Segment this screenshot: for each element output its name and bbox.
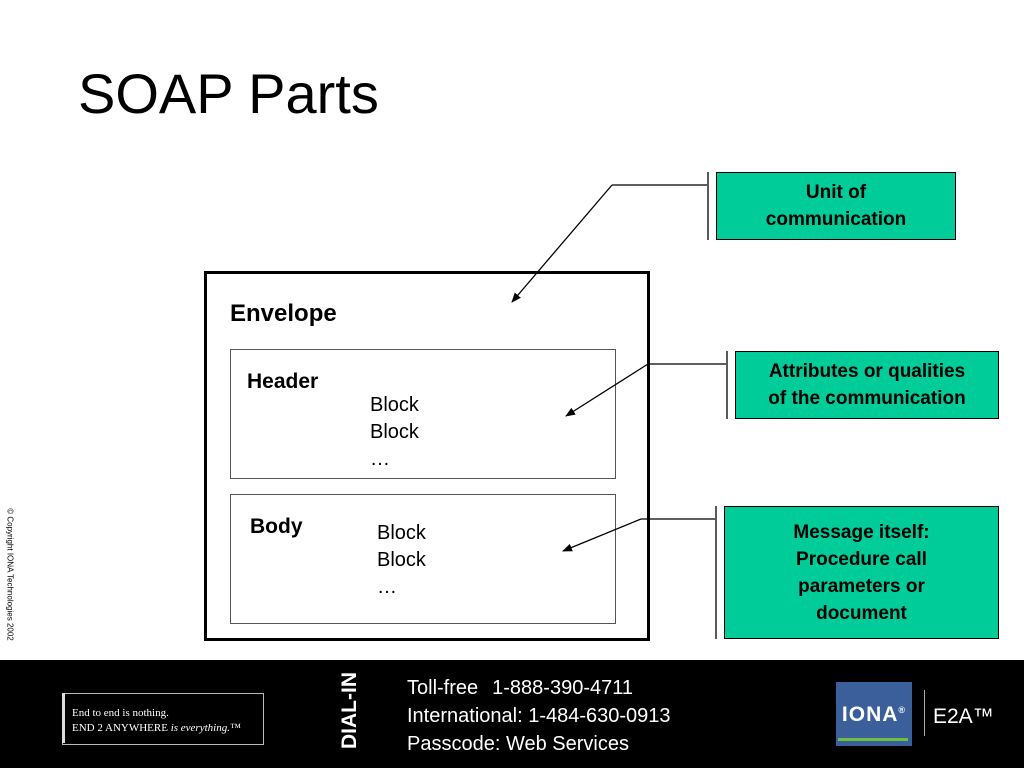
tagline-line-1: End to end is nothing.	[72, 707, 169, 719]
tagline: End to end is nothing. END 2 ANYWHERE is…	[72, 706, 241, 736]
tagline-bracket-icon	[62, 693, 75, 743]
header-callout-line-2: of the communication	[768, 388, 966, 409]
header-blocks: Block Block …	[370, 392, 419, 473]
header-block-ellipsis: …	[370, 448, 390, 470]
copyright-notice: © Copyright IONA Technologies 2002	[5, 508, 15, 641]
header-label: Header	[247, 370, 319, 393]
iona-logo-text: IONA®	[836, 703, 912, 727]
passcode-line: Passcode: Web Services	[407, 733, 629, 755]
tagline-emphasis: is everything.™	[170, 722, 241, 734]
body-callout-line-3: parameters or	[798, 575, 925, 597]
envelope-box	[204, 271, 650, 641]
body-block-1: Block	[377, 522, 426, 544]
body-box	[230, 494, 616, 624]
body-arrow	[562, 518, 642, 552]
envelope-label: Envelope	[230, 300, 337, 327]
body-callout-line-1: Message itself:	[793, 521, 930, 543]
international-line: International: 1-484-630-0913	[407, 705, 671, 727]
envelope-callout-line-2: communication	[765, 209, 907, 230]
iona-logo-icon	[836, 682, 912, 746]
header-block-1: Block	[370, 394, 419, 416]
body-block-ellipsis: …	[377, 576, 397, 598]
header-callout: Attributes or qualities of the communica…	[735, 351, 999, 419]
header-arrow	[565, 363, 649, 417]
iona-registered-mark: ®	[898, 705, 907, 715]
e2a-logo: E2A™	[933, 705, 994, 728]
envelope-callout-line-1: Unit of	[805, 182, 867, 203]
tollfree-label: Toll-free	[407, 677, 479, 699]
header-box	[230, 349, 616, 479]
body-callout-line-2: Procedure call	[796, 548, 927, 570]
iona-logo-underline	[838, 738, 908, 741]
body-callout: Message itself: Procedure call parameter…	[724, 506, 999, 639]
dial-in-label: DIAL-IN	[338, 672, 361, 749]
logo-separator	[924, 690, 925, 736]
tagline-brand: END 2 ANYWHERE	[72, 722, 168, 734]
envelope-arrow	[511, 184, 613, 303]
tollfree-number: 1-888-390-4711	[492, 677, 633, 699]
body-callout-line-4: document	[816, 602, 907, 624]
tagline-line-2: END 2 ANYWHERE is everything.™	[72, 721, 241, 736]
dial-in-details: Toll-free 1-888-390-4711 International: 1…	[407, 674, 671, 758]
header-callout-line-1: Attributes or qualities	[768, 361, 966, 382]
envelope-callout: Unit of communication	[716, 172, 956, 240]
body-label: Body	[250, 515, 303, 538]
header-block-2: Block	[370, 421, 419, 443]
body-block-2: Block	[377, 549, 426, 571]
slide-title: SOAP Parts	[78, 62, 379, 125]
iona-logo-word: IONA	[841, 703, 899, 726]
body-blocks: Block Block …	[377, 520, 426, 601]
tollfree-line: Toll-free 1-888-390-4711	[407, 674, 671, 702]
